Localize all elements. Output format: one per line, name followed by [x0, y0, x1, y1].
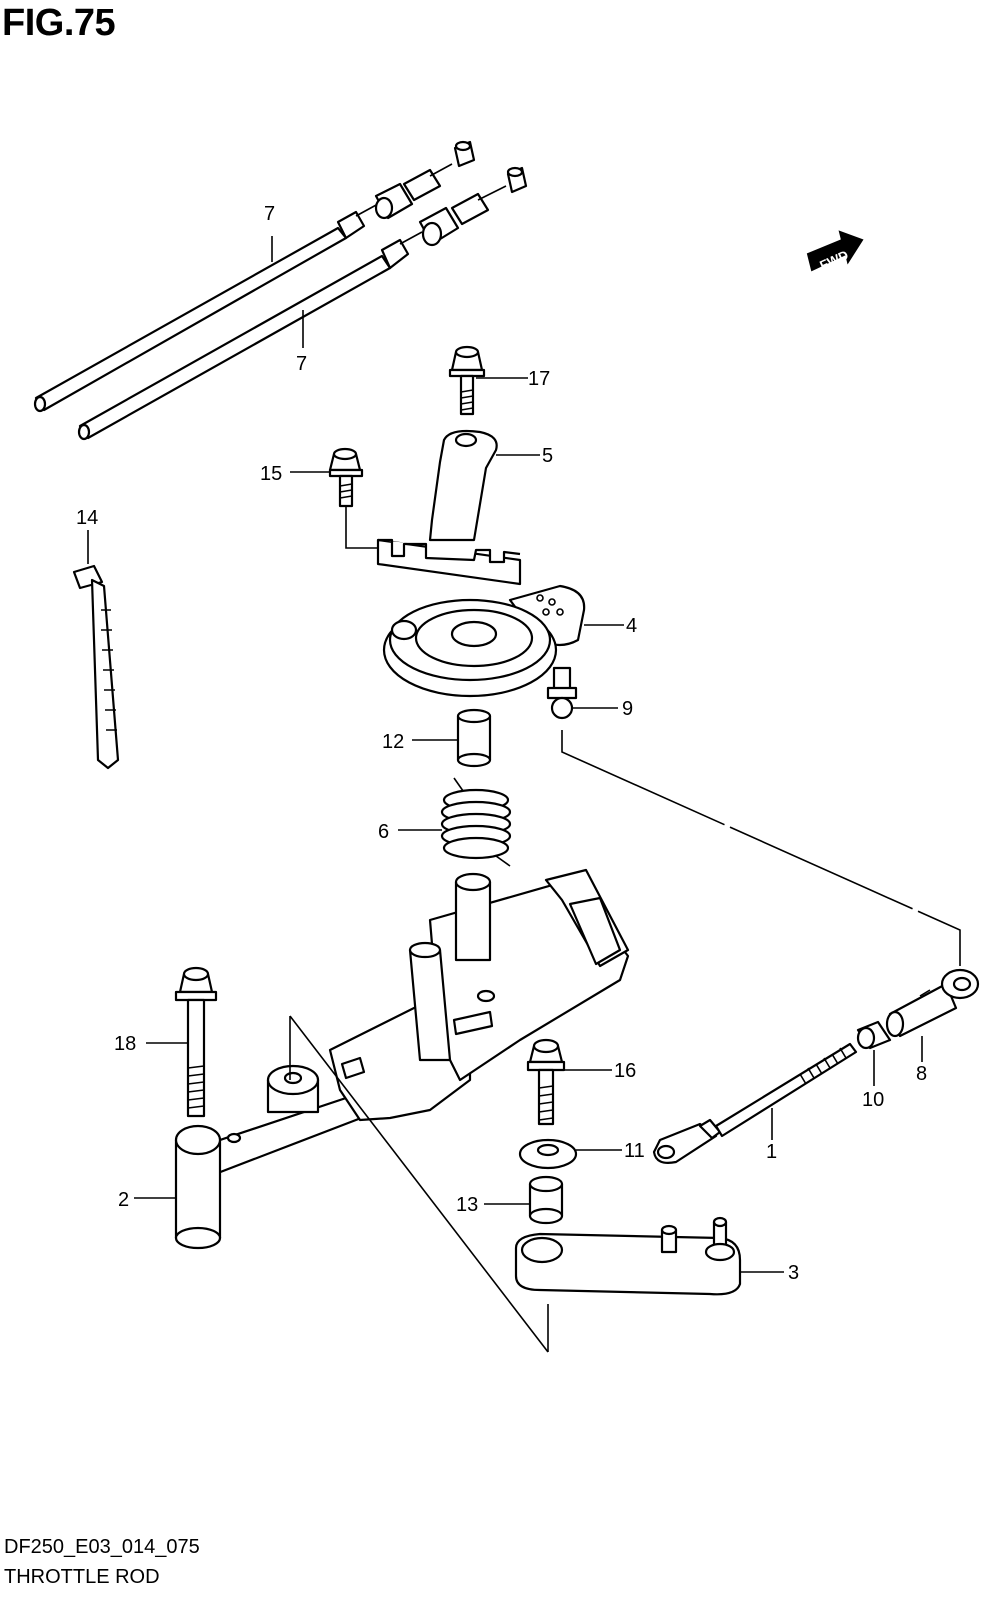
callout-9: 9: [622, 698, 633, 720]
part-1-throttle-rod: [652, 1042, 858, 1164]
callout-6: 6: [378, 821, 389, 843]
part-5-bracket: [376, 429, 522, 586]
callout-11: 11: [624, 1140, 645, 1162]
part-11-washer: [518, 1138, 578, 1170]
callout-15: 15: [260, 463, 282, 485]
callout-7-lower: 7: [296, 353, 307, 375]
callout-7-upper: 7: [264, 203, 275, 225]
part-12-sleeve: [456, 708, 492, 768]
fwd-direction-badge: [806, 230, 864, 272]
part-9-ball-joint: [546, 666, 578, 720]
callout-1: 1: [766, 1141, 777, 1163]
callout-5: 5: [542, 445, 553, 467]
callout-8: 8: [916, 1063, 927, 1085]
leader-lines: [87, 236, 961, 1353]
part-3-lever: [514, 1216, 742, 1296]
figure-title: FIG.75: [2, 2, 116, 44]
figure-code: DF250_E03_014_075: [4, 1536, 200, 1558]
part-8-rod-end: [885, 968, 980, 1038]
callout-4: 4: [626, 615, 637, 637]
bracket-base-assembly: [174, 868, 630, 1250]
part-18-bolt: [174, 966, 218, 1118]
part-4-pulley: [382, 584, 586, 698]
callout-3: 3: [788, 1262, 799, 1284]
part-6-spring: [440, 777, 512, 867]
callout-17: 17: [528, 368, 550, 390]
part-7-cable-lower: [77, 166, 528, 441]
figure-name: THROTTLE ROD: [4, 1566, 160, 1588]
part-10-nut: [856, 1020, 892, 1050]
callout-2: 2: [118, 1189, 129, 1211]
callout-10: 10: [862, 1089, 884, 1111]
part-15-bolt: [328, 447, 364, 508]
part-7-cable-upper: [33, 140, 476, 413]
part-13-collar: [528, 1175, 564, 1225]
callout-14: 14: [76, 507, 98, 529]
part-14-cable-tie: [72, 564, 120, 770]
callout-16: 16: [614, 1060, 636, 1082]
callout-18: 18: [114, 1033, 136, 1055]
callout-12: 12: [382, 731, 404, 753]
callout-13: 13: [456, 1194, 478, 1216]
part-16-bolt: [526, 1038, 566, 1126]
part-17-bolt: [448, 345, 486, 416]
